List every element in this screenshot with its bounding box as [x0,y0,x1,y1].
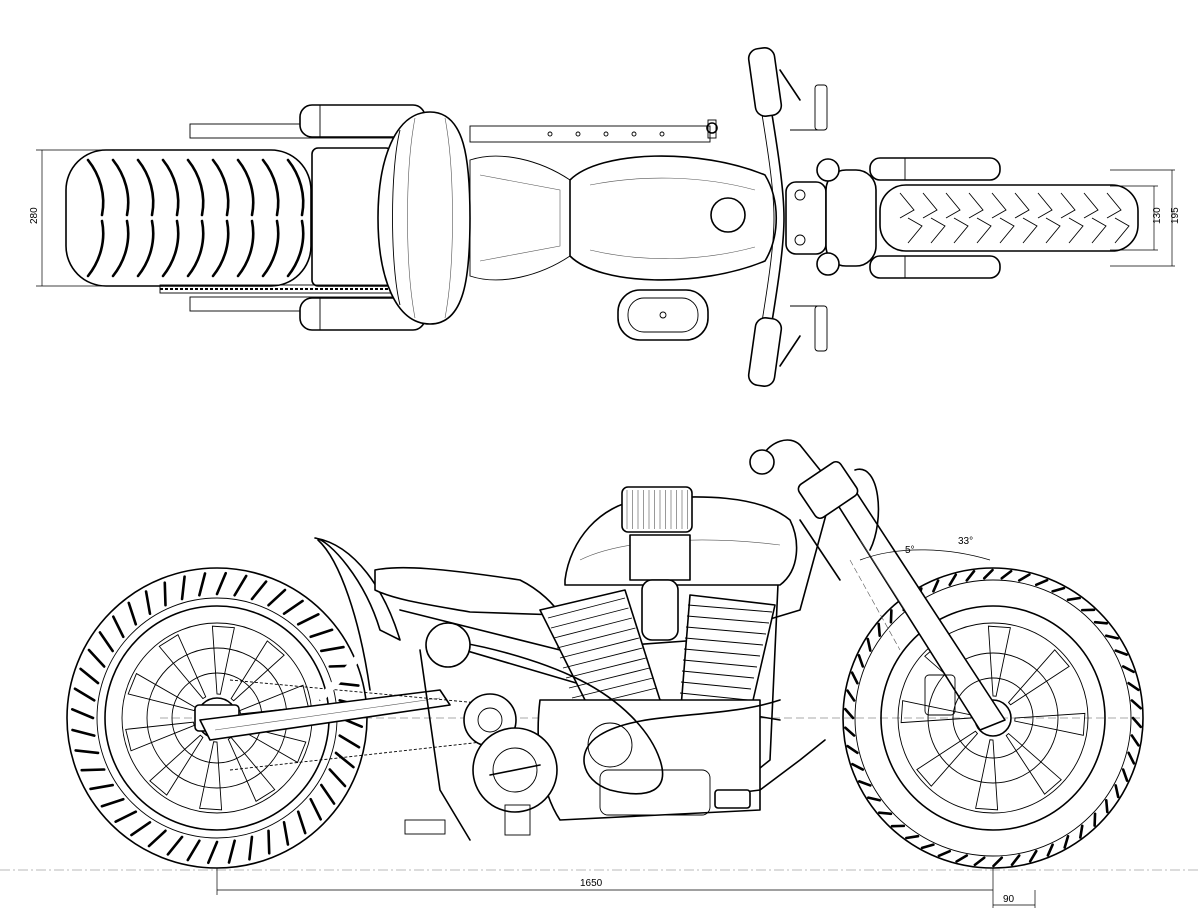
dim-top-height: 280 [29,207,40,224]
side-air-filter [621,486,693,533]
top-air-filter [617,289,709,341]
side-chain [229,679,501,771]
top-fuel-tank [569,155,778,281]
top-handlebar [747,47,828,387]
top-left-grip [747,47,783,117]
dim-wheelbase: 1650 [580,878,603,889]
swingarm [199,689,451,741]
dim-front-outer: 195 [1170,207,1181,224]
exhaust-pipe [429,639,781,795]
top-right-grip [747,317,783,387]
top-front-tire [879,184,1139,252]
side-front-wheel [842,567,1144,869]
dim-rake-large: 33° [958,536,973,547]
top-seat [377,111,471,325]
top-rear-frame [189,104,426,331]
dim-rake-small: 5° [905,545,915,556]
top-fuel-cap [710,197,746,233]
bottom-dimensions: 1650 90 [216,868,1036,908]
top-rear-tire [65,149,312,287]
primary-cover [463,693,558,836]
rear-fender [317,539,371,691]
top-forks [785,157,1001,279]
side-forks [797,460,1006,731]
top-dimensions: 280 130 195 [29,149,1181,287]
top-frame-spine [469,125,711,143]
side-seat [374,566,561,616]
dim-front-inner: 130 [1152,207,1163,224]
rake-dimension: 5° 33° [849,536,991,651]
v-twin-engine [537,589,776,821]
top-view: 280 130 195 [29,47,1181,387]
dim-trail: 90 [1003,894,1015,905]
side-view: 5° 33° 1650 90 [0,439,1200,908]
